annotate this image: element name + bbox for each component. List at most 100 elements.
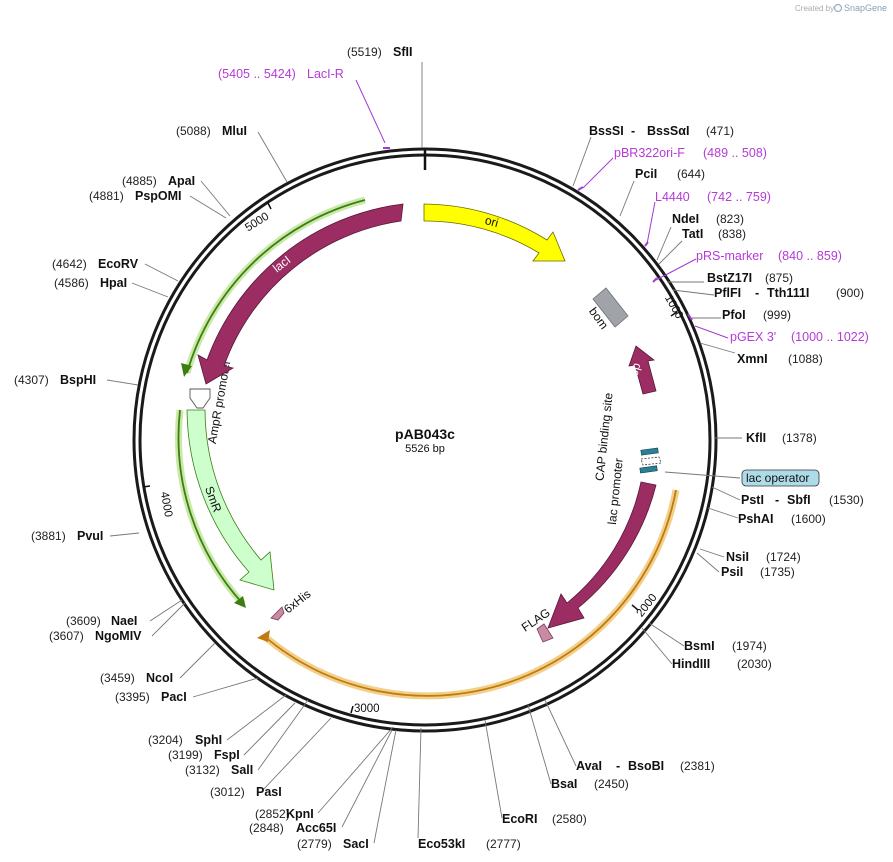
- enzyme-name: SbfI: [787, 493, 811, 507]
- flag-feature[interactable]: [536, 623, 554, 643]
- enzyme-pos: (2777): [486, 837, 521, 851]
- enzyme-name: Acc65I: [296, 821, 336, 835]
- enzyme-pos: (3204): [148, 733, 183, 747]
- enzyme-pos: (2779): [297, 837, 332, 851]
- enzyme-name: BstZ17I: [707, 271, 752, 285]
- lac-operator-feature[interactable]: [639, 465, 658, 474]
- enzyme-pos: (3199): [168, 748, 203, 762]
- enzyme-pos: (3395): [115, 690, 150, 704]
- svg-text:-: -: [631, 124, 635, 138]
- enzyme-name: NcoI: [146, 671, 173, 685]
- primer-range: (1000 .. 1022): [791, 330, 869, 344]
- enzyme-name: HindIII: [672, 657, 710, 671]
- enzyme-name: XmnI: [737, 352, 768, 366]
- enzyme-name: SalI: [231, 763, 253, 777]
- svg-text:-: -: [755, 286, 759, 300]
- enzyme-name: BssSαI: [647, 124, 689, 138]
- enzyme-pos: (1735): [760, 565, 795, 579]
- rop-feature[interactable]: [628, 345, 657, 395]
- green-track-lower-arrowhead: [234, 596, 246, 608]
- enzyme-name: NaeI: [111, 614, 137, 628]
- enzyme-name: NgoMIV: [95, 629, 142, 643]
- enzyme-pos: (3012): [210, 785, 245, 799]
- enzyme-name: KpnI: [286, 807, 314, 821]
- enzyme-name: BsaI: [551, 777, 577, 791]
- lac-promoter-feature[interactable]: [640, 456, 662, 466]
- primer-range: (489 .. 508): [703, 146, 767, 160]
- backbone-outer: [132, 147, 718, 733]
- enzyme-pos: (4885): [122, 174, 157, 188]
- enzyme-pos: (3459): [100, 671, 135, 685]
- lac-operator-label-box: [741, 469, 820, 487]
- primer-name: pGEX 3': [730, 330, 776, 344]
- his-tag-feature[interactable]: [270, 606, 285, 621]
- enzyme-name: PciI: [635, 167, 657, 181]
- snapgene-logo-icon: [833, 3, 843, 13]
- ori-label: ori: [483, 213, 500, 230]
- enzyme-name: PfoI: [722, 308, 746, 322]
- primer-name: pRS-marker: [696, 249, 763, 263]
- enzyme-pos: (644): [677, 167, 705, 181]
- enzyme-pos: (838): [718, 227, 746, 241]
- enzyme-pos: (4642): [52, 257, 87, 271]
- enzyme-pos: (999): [763, 308, 791, 322]
- enzyme-pos: (4307): [14, 373, 49, 387]
- laci-feature[interactable]: [197, 203, 404, 385]
- primer-name: pBR322ori-F: [614, 146, 685, 160]
- smr-feature[interactable]: [186, 409, 275, 591]
- snapgene-watermark: Created by SnapGene: [795, 3, 887, 13]
- enzyme-name: PspOMI: [135, 189, 182, 203]
- enzyme-pos: (3607): [49, 629, 84, 643]
- enzyme-pos: (3881): [31, 529, 66, 543]
- enzyme-pos: (1600): [791, 512, 826, 526]
- enzyme-pos: (3132): [185, 763, 220, 777]
- plasmid-length: 5526 bp: [405, 443, 445, 455]
- ori-feature[interactable]: [423, 203, 566, 262]
- enzyme-name: AvaI: [576, 759, 602, 773]
- enzyme-name: PasI: [256, 785, 282, 799]
- enzyme-pos: (875): [765, 271, 793, 285]
- enzyme-pos: (5519): [347, 45, 382, 59]
- enzyme-pos: (2381): [680, 759, 715, 773]
- orange-track: [263, 489, 677, 697]
- enzyme-pos: (1724): [766, 550, 801, 564]
- enzyme-name: HpaI: [100, 276, 127, 290]
- lambda-repressor-feature[interactable]: [547, 481, 657, 629]
- his-tag-label: 6xHis: [281, 587, 313, 617]
- svg-text:-: -: [616, 759, 620, 773]
- enzyme-name: TatI: [682, 227, 703, 241]
- orange-track-arrowhead: [257, 630, 270, 642]
- enzyme-pos: (900): [836, 286, 864, 300]
- enzyme-name: KflI: [746, 431, 766, 445]
- enzyme-pos: (2848): [249, 821, 284, 835]
- tick-1000: 1000: [662, 293, 685, 321]
- enzyme-name: EcoRV: [98, 257, 139, 271]
- green-track-upper-arrowhead: [181, 363, 192, 377]
- lac-operator-label: lac operator: [746, 471, 809, 485]
- tick-5000: 5000: [243, 211, 271, 235]
- cap-binding-site-feature[interactable]: [640, 447, 659, 456]
- enzyme-name: MluI: [222, 124, 247, 138]
- primer-name: L4440: [655, 190, 690, 204]
- ampr-promoter-feature[interactable]: [189, 388, 211, 409]
- enzyme-name: NdeI: [672, 212, 699, 226]
- enzyme-name: PacI: [161, 690, 187, 704]
- enzyme-pos: (2450): [594, 777, 629, 791]
- enzyme-name: SfII: [393, 45, 412, 59]
- enzyme-name: PsiI: [721, 565, 743, 579]
- enzyme-pos: (4881): [89, 189, 124, 203]
- enzyme-name: PvuI: [77, 529, 103, 543]
- watermark-created-by: Created by: [795, 4, 834, 13]
- tick-3000: 3000: [354, 703, 380, 715]
- enzyme-pos: (1378): [782, 431, 817, 445]
- primer-range: (742 .. 759): [707, 190, 771, 204]
- enzyme-pos: (1974): [732, 639, 767, 653]
- green-track-lower: [177, 409, 244, 605]
- primer-labels: (5405 .. 5424) LacI-R pBR322ori-F (489 .…: [218, 67, 869, 344]
- enzyme-name: BsoBI: [628, 759, 664, 773]
- enzyme-name: SphI: [195, 733, 222, 747]
- enzyme-name: BspHI: [60, 373, 96, 387]
- enzyme-name: ApaI: [168, 174, 195, 188]
- bom-feature[interactable]: [592, 287, 629, 328]
